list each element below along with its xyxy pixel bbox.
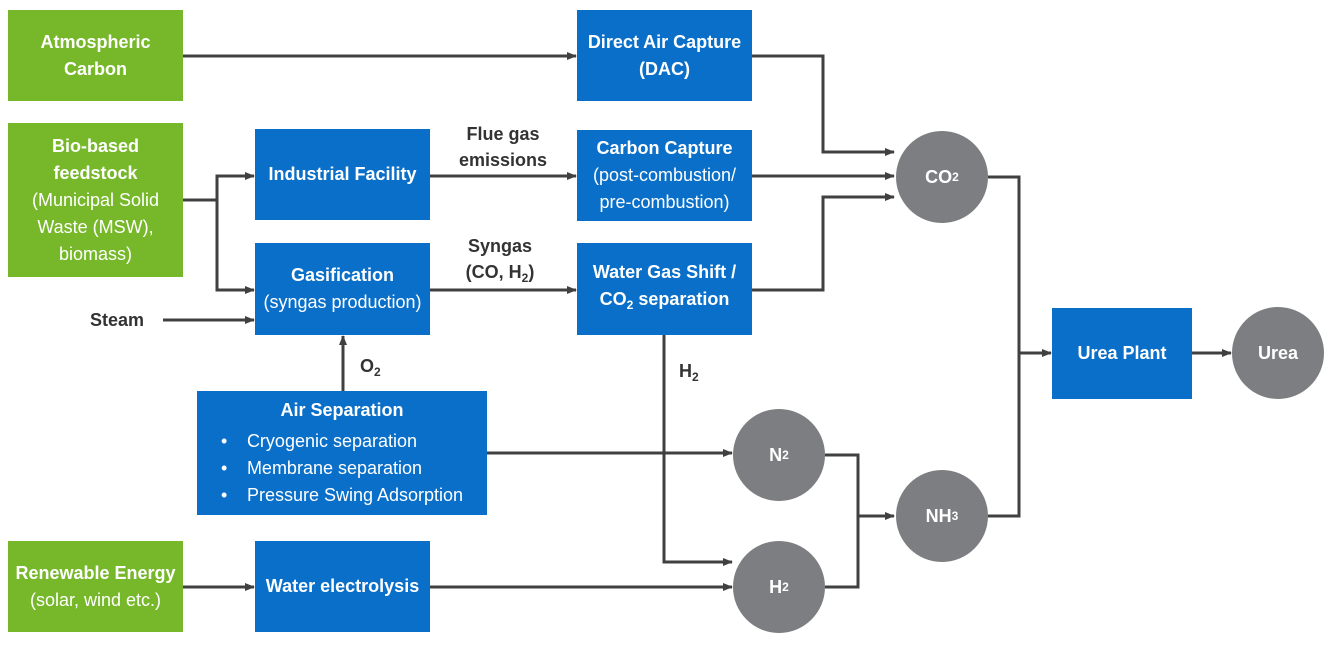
- label: emissions: [458, 150, 548, 170]
- process-dac: Direct Air Capture (DAC): [577, 10, 752, 101]
- process-urea-plant: Urea Plant: [1052, 308, 1192, 399]
- formula: NH: [925, 505, 952, 526]
- source-bio-feedstock: Bio-based feedstock (Municipal Solid Was…: [8, 123, 183, 277]
- subscript: 2: [626, 298, 634, 312]
- label: (solar, wind etc.): [29, 589, 162, 610]
- label: Urea: [1257, 342, 1299, 363]
- label-flue-gas: Flue gas emissions: [443, 121, 563, 173]
- subscript: 2: [782, 448, 789, 462]
- label: Renewable Energy: [15, 562, 176, 583]
- subscript: 3: [951, 509, 959, 523]
- label: biomass): [58, 243, 133, 264]
- list-item: Membrane separation: [221, 455, 463, 482]
- process-industrial-facility: Industrial Facility: [255, 129, 430, 220]
- subscript: 2: [521, 271, 529, 285]
- label: Gasification: [290, 265, 395, 285]
- line-co2-to-urea: [988, 175, 1021, 518]
- label: Waste (MSW),: [37, 216, 154, 237]
- arrow-bio-to-gasification: [215, 200, 255, 294]
- label: Urea Plant: [1077, 343, 1167, 363]
- arrow-wgs-to-h2: [662, 335, 733, 566]
- label: Air Separation: [280, 400, 404, 420]
- arrow-dac-to-co2: [752, 54, 895, 156]
- label: CO2 separation: [600, 286, 730, 319]
- product-urea: Urea: [1232, 307, 1324, 399]
- label-o2: O2: [360, 353, 381, 385]
- label: Direct Air Capture: [587, 31, 742, 52]
- label: (Municipal Solid: [31, 189, 160, 210]
- formula: CO: [599, 289, 627, 309]
- label: (post-combustion/: [592, 165, 737, 185]
- label: pre-combustion): [599, 192, 730, 212]
- label: feedstock: [53, 162, 138, 183]
- subscript: 2: [692, 370, 699, 384]
- formula: N: [769, 444, 783, 465]
- process-water-electrolysis: Water electrolysis: [255, 541, 430, 632]
- label: ): [528, 262, 535, 282]
- label: Atmospheric: [40, 31, 151, 52]
- source-renewable-energy: Renewable Energy (solar, wind etc.): [8, 541, 183, 632]
- label-h2: H2: [679, 358, 699, 390]
- formula: O: [360, 356, 375, 376]
- label-syngas: Syngas (CO, H2): [440, 233, 560, 291]
- label: (syngas production): [263, 292, 422, 312]
- label: separation: [633, 289, 730, 309]
- formula: CO: [925, 166, 953, 187]
- label: Flue gas: [466, 124, 540, 144]
- label: (CO, H: [465, 262, 522, 282]
- process-air-separation: Air Separation Cryogenic separation Memb…: [197, 391, 487, 515]
- list-item: Pressure Swing Adsorption: [221, 482, 463, 509]
- formula: H: [769, 576, 783, 597]
- label: Bio-based: [51, 135, 139, 156]
- subscript: 2: [952, 170, 959, 184]
- label: Industrial Facility: [268, 164, 417, 184]
- label: Water Gas Shift /: [592, 262, 737, 282]
- list-item: Cryogenic separation: [221, 428, 463, 455]
- label: (DAC): [639, 58, 690, 79]
- line-h2-to-nh3: [825, 516, 860, 589]
- arrow-wgs-to-co2: [752, 193, 895, 292]
- label: (CO, H2): [440, 259, 560, 291]
- air-separation-methods: Cryogenic separation Membrane separation…: [221, 428, 463, 509]
- subscript: 2: [782, 580, 789, 594]
- label: Carbon Capture: [596, 138, 733, 158]
- label-steam: Steam: [90, 310, 145, 330]
- label: Water electrolysis: [265, 576, 420, 596]
- label: Syngas: [467, 236, 533, 256]
- process-gasification: Gasification (syngas production): [255, 243, 430, 335]
- source-atmospheric-carbon: Atmospheric Carbon: [8, 10, 183, 101]
- process-carbon-capture: Carbon Capture (post-combustion/ pre-com…: [577, 130, 752, 221]
- process-water-gas-shift: Water Gas Shift / CO2 separation: [577, 243, 752, 335]
- subscript: 2: [374, 365, 381, 379]
- arrow-bio-to-industrial: [215, 172, 255, 290]
- formula: H: [679, 361, 692, 381]
- label: Carbon: [64, 58, 127, 79]
- line-n2-to-nh3: [825, 453, 860, 516]
